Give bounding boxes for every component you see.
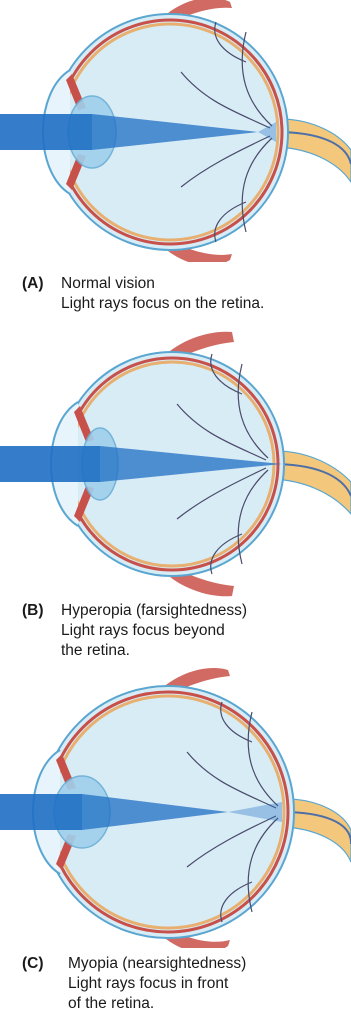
caption-line: Light rays focus on the retina. (61, 294, 264, 314)
caption-line: of the retina. (68, 994, 246, 1014)
eye-diagram-normal (0, 0, 351, 262)
caption-letter: (C) (22, 954, 44, 974)
caption-title: Normal vision (61, 274, 264, 294)
eye-diagram-myopia (0, 668, 351, 948)
panel-myopia: (C) Myopia (nearsightedness) Light rays … (0, 668, 351, 1027)
caption-line: the retina. (61, 641, 247, 661)
caption-hyperopia: (B) Hyperopia (farsightedness) Light ray… (22, 601, 351, 665)
panel-hyperopia: (B) Hyperopia (farsightedness) Light ray… (0, 328, 351, 668)
caption-title: Myopia (nearsightedness) (68, 954, 246, 974)
light-beam-incoming (0, 114, 92, 150)
caption-normal-vision: (A) Normal vision Light rays focus on th… (22, 274, 351, 318)
light-beam-incoming (0, 446, 100, 482)
caption-title: Hyperopia (farsightedness) (61, 601, 247, 621)
eye-diagram-hyperopia (0, 328, 351, 598)
light-beam-incoming (0, 794, 82, 830)
caption-letter: (A) (22, 274, 44, 294)
panel-normal-vision: (A) Normal vision Light rays focus on th… (0, 0, 351, 328)
caption-line: Light rays focus beyond (61, 621, 247, 641)
caption-myopia: (C) Myopia (nearsightedness) Light rays … (22, 954, 351, 1018)
caption-letter: (B) (22, 601, 44, 621)
caption-line: Light rays focus in front (68, 974, 246, 994)
